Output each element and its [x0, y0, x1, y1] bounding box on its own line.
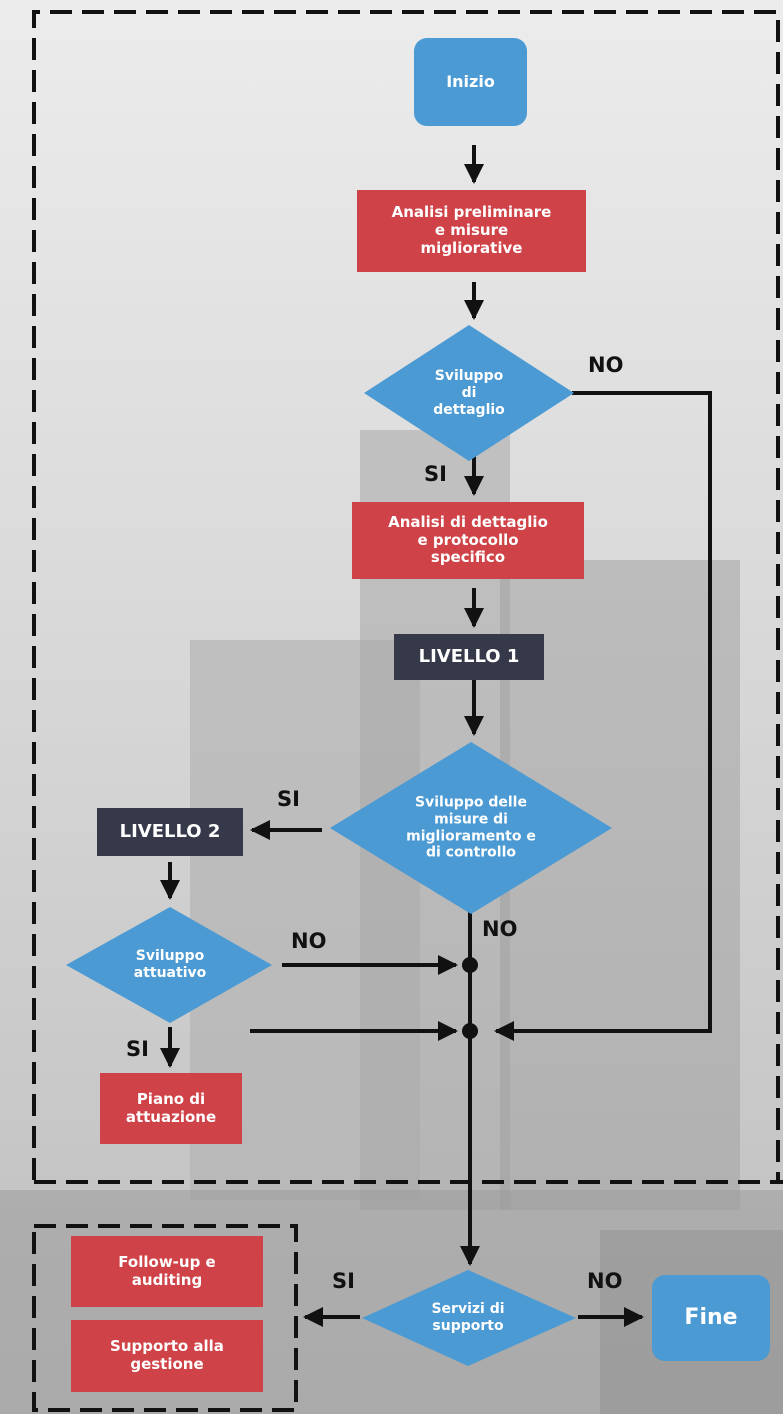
decision-measures-diamond: [330, 742, 612, 914]
level-2-box: LIVELLO 2: [97, 808, 243, 856]
junction-dot-lower: [462, 1023, 478, 1039]
si-label-level2: SI: [277, 787, 300, 811]
implementation-plan-box: Piano di attuazione: [100, 1073, 242, 1144]
preliminary-analysis-box: Analisi preliminare e misure migliorativ…: [357, 190, 586, 272]
decision-implementation-diamond: [66, 907, 272, 1023]
level-1-box: LIVELLO 1: [394, 634, 544, 680]
no-label-support: NO: [587, 1269, 623, 1293]
detailed-analysis-box: Analisi di dettaglio e protocollo specif…: [352, 502, 584, 579]
decision-support-diamond: [362, 1270, 576, 1366]
si-label-support: SI: [332, 1269, 355, 1293]
main-dashed-border: [32, 10, 780, 1180]
decision-detail-label: Sviluppo di dettaglio: [433, 367, 505, 418]
follow-up-box: Follow-up e auditing: [71, 1236, 263, 1307]
no-label-detail: NO: [588, 353, 624, 377]
start-node: Inizio: [414, 38, 527, 126]
management-support-box: Supporto alla gestione: [71, 1320, 263, 1392]
decision-implementation-label: Sviluppo attuativo: [133, 948, 207, 981]
decision-measures-label: Sviluppo delle misure di miglioramento e…: [406, 794, 536, 861]
si-label-implementation: SI: [126, 1037, 149, 1061]
no-path-detail: [494, 391, 712, 1041]
no-label-implementation: NO: [291, 929, 327, 953]
support-services-dashed-box: [32, 1224, 298, 1412]
decision-detail-diamond: [364, 325, 574, 461]
no-label-measures: NO: [482, 917, 518, 941]
si-label-detail: SI: [424, 462, 447, 486]
decision-support-label: Servizi di supporto: [431, 1301, 505, 1334]
end-node: Fine: [652, 1275, 770, 1361]
junction-dot-upper: [462, 957, 478, 973]
